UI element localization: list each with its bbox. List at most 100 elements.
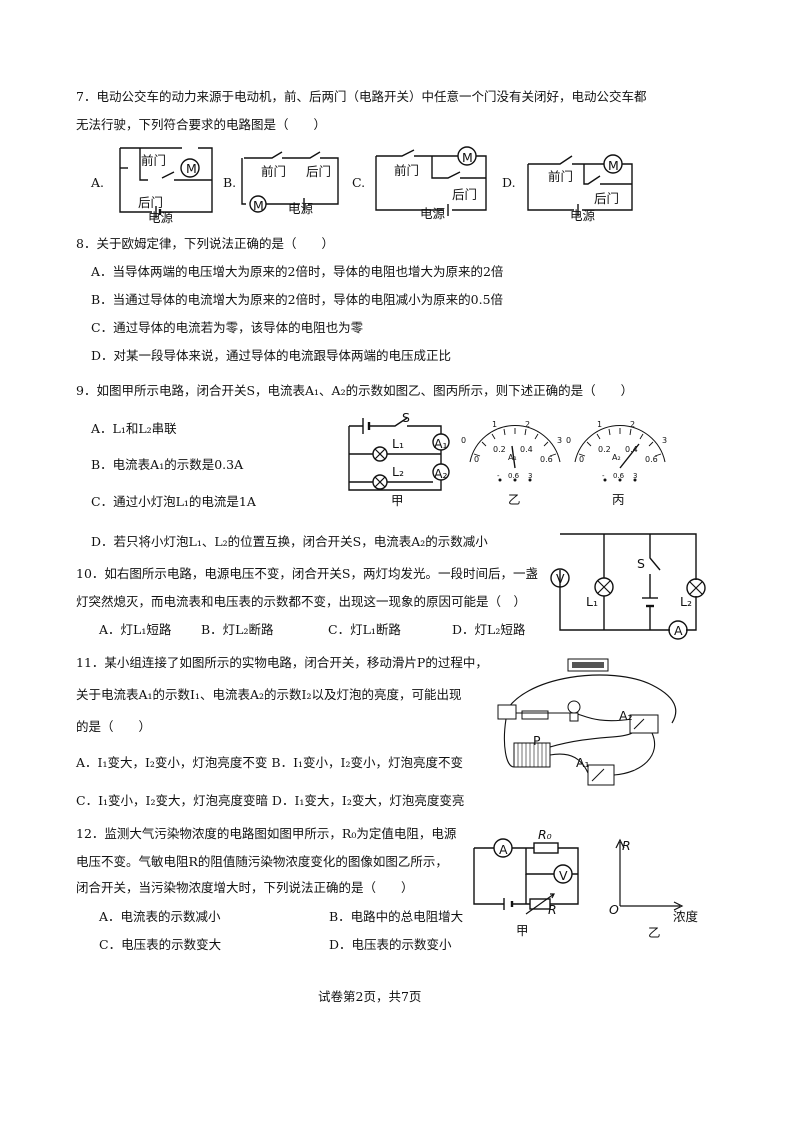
q12-option-a: A．电流表的示数减小 <box>99 909 221 924</box>
q10-switch-label: S <box>637 556 645 571</box>
q9-meter-bing <box>574 425 666 482</box>
q7-a-power: 电源 <box>148 210 174 225</box>
q8-stem: 8．关于欧姆定律，下列说法正确的是（ ） <box>76 236 334 251</box>
q11-stem-line3: 的是（ ） <box>76 719 152 734</box>
q8-option-c: C．通过导体的电流若为零，该导体的电阻也为零 <box>91 320 364 335</box>
q9-yi-bottom-1: 0.2 <box>493 445 506 454</box>
q10-l2-label: L₂ <box>680 594 692 609</box>
q9-yi-term-1: 0.6 <box>508 472 520 480</box>
q9-bing-top-3: 3 <box>662 436 668 445</box>
q7-option-a: A. <box>91 175 105 190</box>
q7-option-d: D. <box>502 175 516 190</box>
q9-switch-label: S <box>402 410 410 425</box>
q11-stem-line1: 11．某小组连接了如图所示的实物电路，闭合开关，移动滑片P的过程中， <box>76 655 488 670</box>
q9-option-d: D．若只将小灯泡L₁、L₂的位置互换，闭合开关S，电流表A₂的示数减小 <box>91 534 488 549</box>
q12-axis-origin: O <box>609 902 619 917</box>
q9-yi-bottom-0: 0 <box>474 455 480 464</box>
q7-b-motor: M <box>253 198 264 213</box>
q7-b-front-door: 前门 <box>261 164 287 179</box>
q7-circuit-a <box>119 147 213 218</box>
q9-bing-term-0: - <box>602 472 605 480</box>
q7-c-motor: M <box>462 150 473 165</box>
q12-stem-line1: 12．监测大气污染物浓度的电路图如图甲所示，R₀为定值电阻，电源 <box>76 826 457 841</box>
q9-yi-top-1: 1 <box>492 420 498 429</box>
q9-stem: 9．如图甲所示电路，闭合开关S，电流表A₁、A₂的示数如图乙、图丙所示，则下述正… <box>76 383 634 398</box>
q12-circuit-jia <box>473 838 579 915</box>
q10-voltmeter: V <box>556 571 565 586</box>
q9-bing-top-0: 0 <box>566 436 572 445</box>
q9-option-b: B．电流表A₁的示数是0.3A <box>91 457 244 472</box>
q11-a2-label: A₂ <box>619 708 633 723</box>
q11-slider-p: P <box>533 733 541 748</box>
q9-yi-meter-label: A₁ <box>508 453 517 462</box>
q9-l1-label: L₁ <box>392 436 404 451</box>
q11-options-cd: C．I₁变小，I₂变大，灯泡亮度变暗 D．I₁变大，I₂变大，灯泡亮度变亮 <box>76 793 465 808</box>
q9-l2-label: L₂ <box>392 464 404 479</box>
q10-option-d: D．灯L₂短路 <box>452 622 526 637</box>
q10-option-a: A．灯L₁短路 <box>99 622 172 637</box>
q10-stem-line1: 10．如右图所示电路，电源电压不变，闭合开关S，两灯均发光。一段时间后，一盏 <box>76 566 538 581</box>
q12-graph-yi <box>615 838 684 911</box>
q7-d-motor: M <box>608 158 619 173</box>
q10-option-b: B．灯L₂断路 <box>201 622 274 637</box>
q12-stem-line2: 电压不变。气敏电阻R的阻值随污染物浓度变化的图像如图乙所示， <box>76 854 448 869</box>
q9-yi-top-2: 2 <box>525 420 531 429</box>
q9-a1-label: A₁ <box>434 436 448 451</box>
q9-bing-term-1: 0.6 <box>613 472 625 480</box>
q7-stem-line2: 无法行驶，下列符合要求的电路图是（ ） <box>76 117 327 132</box>
q9-bing-meter-label: A₂ <box>612 453 621 462</box>
q7-d-power: 电源 <box>570 208 596 223</box>
q10-stem-line2: 灯突然熄灭，而电流表和电压表的示数都不变，出现这一现象的原因可能是（ ） <box>76 594 527 609</box>
q9-yi-term-2: 3 <box>528 472 533 480</box>
q9-yi-bottom-3: 0.6 <box>540 455 553 464</box>
q12-r0-label: R₀ <box>538 827 552 842</box>
q9-option-a: A．L₁和L₂串联 <box>91 421 177 436</box>
q9-bing-bottom-1: 0.2 <box>598 445 611 454</box>
q12-voltmeter: V <box>559 868 568 883</box>
q9-yi-top-0: 0 <box>461 436 467 445</box>
q12-fig-yi: 乙 <box>648 925 661 940</box>
q12-option-d: D．电压表的示数变小 <box>329 937 452 952</box>
q12-fig-jia: 甲 <box>516 923 529 938</box>
q7-b-rear-door: 后门 <box>306 164 332 179</box>
q12-ammeter: A <box>499 842 508 857</box>
q9-option-c: C．通过小灯泡L₁的电流是1A <box>91 494 256 509</box>
q7-circuit-b <box>241 151 339 213</box>
q7-a-rear-door: 后门 <box>138 195 164 210</box>
q8-option-a: A．当导体两端的电压增大为原来的2倍时，导体的电阻也增大为原来的2倍 <box>91 264 504 279</box>
q7-circuit-c <box>375 146 487 216</box>
q9-fig-jia: 甲 <box>391 493 404 508</box>
page-footer: 试卷第2页，共7页 <box>318 989 422 1004</box>
q9-bing-top-2: 2 <box>630 420 636 429</box>
q7-a-motor: M <box>186 161 197 176</box>
q10-option-c: C．灯L₁断路 <box>328 622 401 637</box>
q7-option-b: B. <box>223 175 237 190</box>
q12-stem-line3: 闭合开关，当污染物浓度增大时，下列说法正确的是（ ） <box>76 880 414 895</box>
q12-axis-r: R <box>622 838 631 853</box>
q11-a1-label: A₁ <box>576 755 590 770</box>
q7-circuit-d <box>527 154 633 216</box>
q12-r-label: R <box>548 902 557 917</box>
q7-c-rear-door: 后门 <box>452 187 478 202</box>
q9-bing-bottom-3: 0.6 <box>645 455 658 464</box>
q12-option-c: C．电压表的示数变大 <box>99 937 222 952</box>
q9-yi-top-3: 3 <box>557 436 563 445</box>
q11-real-circuit <box>497 658 677 786</box>
q8-option-b: B．当通过导体的电流增大为原来的2倍时，导体的电阻减小为原来的0.5倍 <box>91 292 504 307</box>
q8-option-d: D．对某一段导体来说，通过导体的电流跟导体两端的电压成正比 <box>91 348 452 363</box>
q10-l1-label: L₁ <box>586 594 598 609</box>
q9-bing-bottom-0: 0 <box>579 455 585 464</box>
q9-fig-bing: 丙 <box>612 492 625 507</box>
q7-c-front-door: 前门 <box>394 163 420 178</box>
q7-stem-line1: 7．电动公交车的动力来源于电动机，前、后两门（电路开关）中任意一个门没有关闭好，… <box>76 89 647 104</box>
q9-bing-bottom-2: 0.4 <box>625 445 638 454</box>
q10-circuit <box>550 533 706 640</box>
q7-d-front-door: 前门 <box>548 169 574 184</box>
q7-c-power: 电源 <box>420 206 446 221</box>
q12-axis-concentration: 浓度 <box>673 909 699 924</box>
q7-option-c: C. <box>352 175 366 190</box>
q9-bing-term-2: 3 <box>633 472 638 480</box>
q12-option-b: B．电路中的总电阻增大 <box>329 909 464 924</box>
q7-a-front-door: 前门 <box>141 153 167 168</box>
q9-yi-term-0: - <box>497 472 500 480</box>
